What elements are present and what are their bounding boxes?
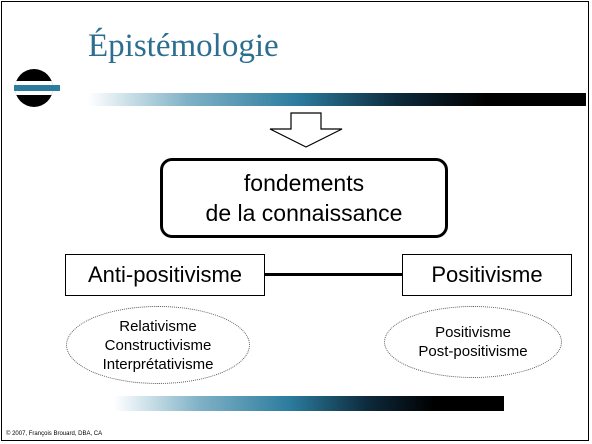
- down-arrow-icon: [269, 112, 343, 148]
- main-box-line2: de la connaissance: [205, 200, 403, 226]
- positivism-ellipse: Positivisme Post-positivisme: [384, 306, 562, 378]
- footer-bar: [114, 396, 504, 411]
- knowledge-foundations-box: fondements de la connaissance: [160, 158, 448, 238]
- slide-title: Épistémologie: [88, 28, 279, 64]
- ellipse-item: Constructivisme: [104, 336, 212, 354]
- anti-positivism-ellipse: Relativisme Constructivisme Interprétati…: [66, 306, 250, 384]
- title-underline-bar: [88, 93, 586, 106]
- ellipse-item: Positivisme: [435, 324, 511, 341]
- anti-positivism-box: Anti-positivisme: [65, 254, 265, 296]
- logo-icon: [14, 69, 60, 107]
- main-box-line1: fondements: [243, 170, 365, 196]
- connector-line: [265, 273, 402, 276]
- ellipse-item: Relativisme: [119, 317, 197, 335]
- positivism-box: Positivisme: [402, 254, 572, 296]
- positivism-label: Positivisme: [431, 262, 543, 287]
- ellipse-item: Interprétativisme: [102, 355, 214, 373]
- ellipse-item: Post-positivisme: [418, 343, 528, 360]
- copyright-footer: © 2007, François Brouard, DBA, CA: [6, 431, 103, 437]
- anti-positivism-label: Anti-positivisme: [87, 262, 243, 287]
